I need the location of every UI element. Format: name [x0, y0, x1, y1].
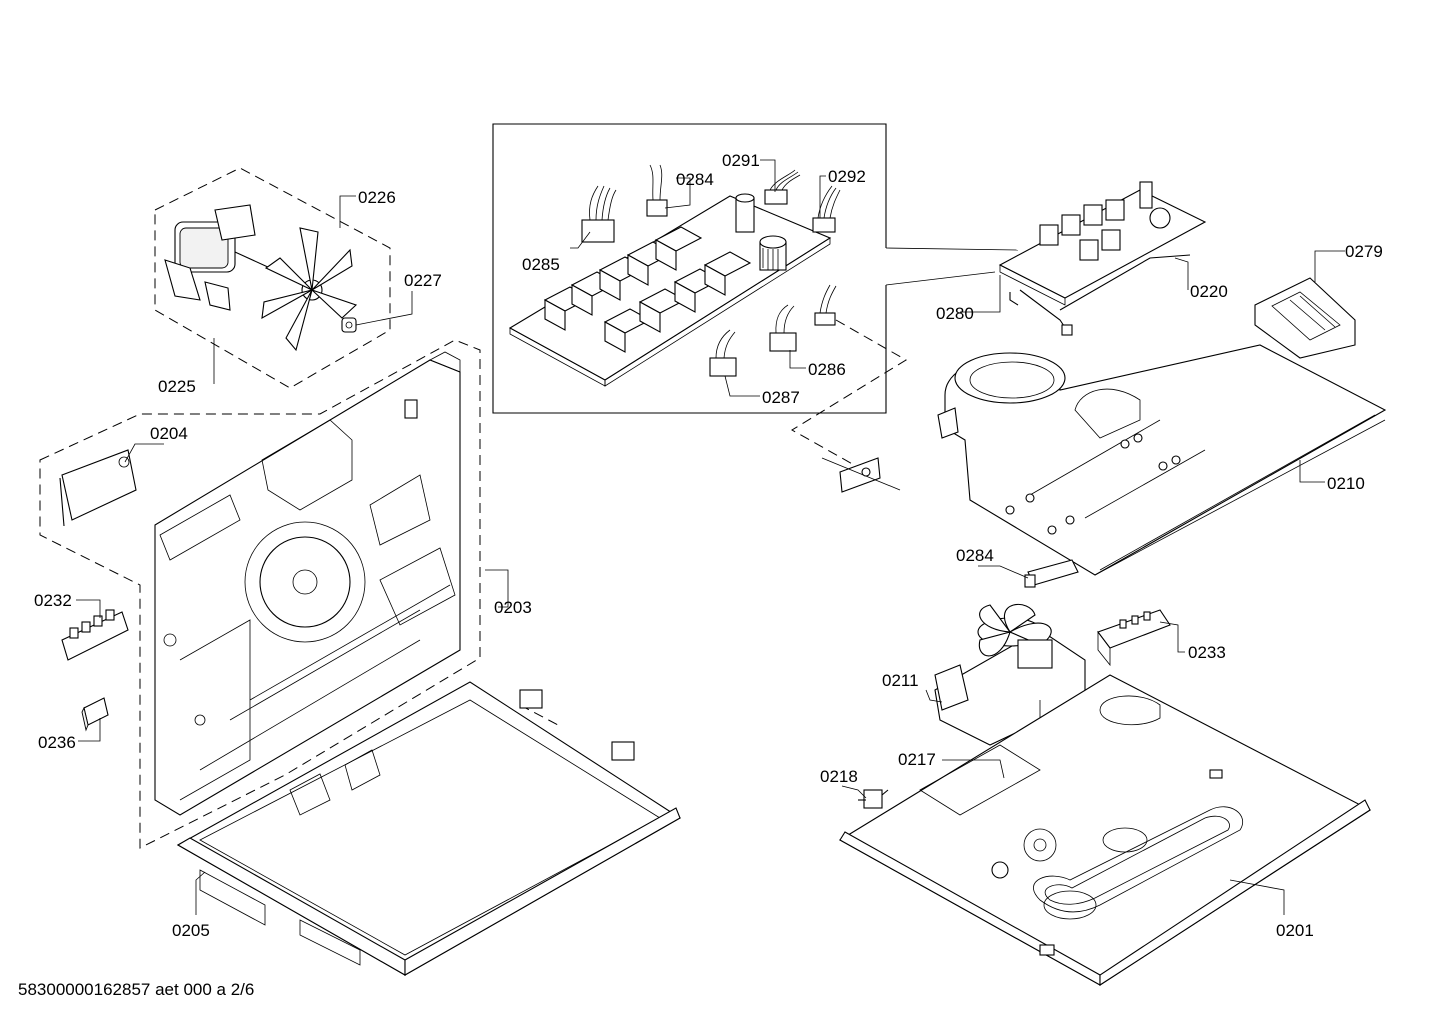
label-0286: 0286: [808, 360, 846, 379]
label-0236: 0236: [38, 733, 76, 752]
connector-0286: [769, 304, 797, 352]
label-0218: 0218: [820, 767, 858, 786]
control-board-detail-inset: [492, 123, 1019, 414]
fan-motor: [164, 204, 271, 311]
label-0201: 0201: [1276, 921, 1314, 940]
relay-blocks: [543, 226, 752, 353]
base-plate-0201: [838, 674, 1372, 987]
cover-0279: [1254, 277, 1356, 359]
label-0204: 0204: [150, 424, 188, 443]
capacitors: [735, 193, 787, 271]
label-0279: 0279: [1345, 242, 1383, 261]
terminal-block-0232: [61, 609, 129, 661]
label-0203: 0203: [494, 598, 532, 617]
label-0233: 0233: [1188, 643, 1226, 662]
clip-0236: [81, 697, 109, 732]
label-0217: 0217: [898, 750, 936, 769]
part-labels: 0226 0227 0225 0204 0203 0232 0236 0205 …: [34, 151, 1383, 940]
back-wall-panel: [154, 351, 461, 816]
fan-housing-0210: [937, 344, 1387, 576]
connector-0291: [764, 169, 801, 205]
label-0220: 0220: [1190, 282, 1228, 301]
connector-0284-inset: [646, 164, 668, 217]
label-0291: 0291: [722, 151, 760, 170]
connector-0284-right: [1024, 559, 1079, 588]
label-0211: 0211: [882, 671, 919, 690]
fan-impeller: [261, 227, 358, 352]
document-id-footer: 58300000162857 aet 000 a 2/6: [18, 980, 255, 999]
label-0285: 0285: [522, 255, 560, 274]
switch-0218: [858, 789, 889, 809]
label-0280: 0280: [936, 304, 974, 323]
label-0210: 0210: [1327, 474, 1365, 493]
connector-0285: [581, 185, 617, 243]
label-0292: 0292: [828, 167, 866, 186]
temperature-sensor: [821, 457, 901, 493]
bracket-0233: [1097, 609, 1171, 667]
cover-plate-0204: [59, 449, 137, 527]
leader-lines: [76, 159, 1345, 915]
connector-0287: [709, 329, 737, 377]
small-connector-unwired: [814, 284, 837, 326]
fan-motor-group: [154, 167, 391, 389]
label-0287: 0287: [762, 388, 800, 407]
label-0232: 0232: [34, 591, 72, 610]
impeller-nut: [341, 317, 357, 333]
connector-0292: [812, 185, 841, 233]
label-0227: 0227: [404, 271, 442, 290]
label-0284-inset: 0284: [676, 170, 714, 189]
label-0226: 0226: [358, 188, 396, 207]
bottom-tray-0205: [176, 681, 682, 976]
label-0205: 0205: [172, 921, 210, 940]
control-board-assembly: [998, 181, 1207, 336]
label-0284-right: 0284: [956, 546, 994, 565]
label-0225: 0225: [158, 377, 196, 396]
